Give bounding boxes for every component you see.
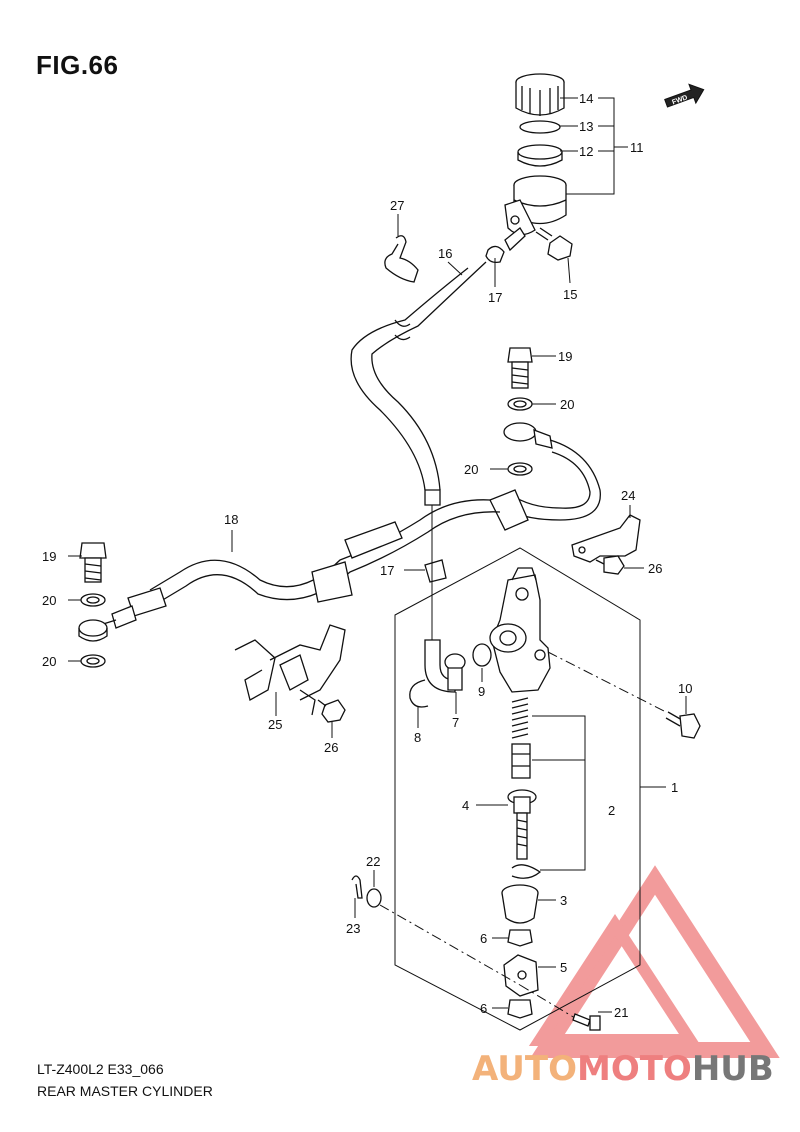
callout-9: 9 xyxy=(478,684,485,699)
watermark-auto: AUTO xyxy=(472,1049,577,1089)
nut-6-upper xyxy=(507,929,533,947)
callout-27: 27 xyxy=(390,198,404,213)
callout-1: 1 xyxy=(671,780,678,795)
piston-spring xyxy=(511,697,529,739)
callout-20-middle: 20 xyxy=(464,462,478,477)
hose-end-fitting xyxy=(99,587,167,629)
circlip-8 xyxy=(409,679,429,708)
cylinder-body xyxy=(489,567,551,693)
bolt-26-left xyxy=(317,699,346,723)
reservoir-cap xyxy=(515,73,565,116)
inlet-connector xyxy=(444,653,466,691)
banjo-left xyxy=(78,619,108,642)
union-bolt-left xyxy=(79,542,107,583)
pin-21 xyxy=(572,1013,601,1031)
watermark-hub: HUB xyxy=(692,1049,774,1089)
hose-sleeve xyxy=(344,521,403,559)
callout-8: 8 xyxy=(414,730,421,745)
callout-5: 5 xyxy=(560,960,567,975)
clamp-bracket-right xyxy=(571,514,641,563)
bolt-15 xyxy=(535,227,573,261)
callout-19-left: 19 xyxy=(42,549,56,564)
washer-left-lower xyxy=(80,654,106,668)
callout-25: 25 xyxy=(268,717,282,732)
o-ring-9 xyxy=(472,643,492,667)
callout-26-right: 26 xyxy=(648,561,662,576)
callout-16: 16 xyxy=(438,246,452,261)
callout-26-left: 26 xyxy=(324,740,338,755)
reservoir-hose xyxy=(350,267,469,491)
callout-4: 4 xyxy=(462,798,469,813)
callout-19-upper: 19 xyxy=(558,349,572,364)
callout-24: 24 xyxy=(621,488,635,503)
callout-15: 15 xyxy=(563,287,577,302)
callout-20-left-upper: 20 xyxy=(42,593,56,608)
callout-14: 14 xyxy=(579,91,593,106)
reservoir-plate xyxy=(519,120,561,134)
callout-13: 13 xyxy=(579,119,593,134)
leader-lines xyxy=(68,97,687,1013)
fwd-arrow-icon: FWD xyxy=(664,83,705,108)
callout-17-upper: 17 xyxy=(488,290,502,305)
callout-6-lower: 6 xyxy=(480,1001,487,1016)
callout-10: 10 xyxy=(678,681,692,696)
bolt-10 xyxy=(665,711,701,739)
bolt-axis xyxy=(547,651,667,713)
banjo-fitting xyxy=(503,422,553,449)
callout-18: 18 xyxy=(224,512,238,527)
pin-axis xyxy=(379,904,521,986)
callout-20-left-lower: 20 xyxy=(42,654,56,669)
watermark-text: AUTOMOTOHUB xyxy=(472,1049,774,1089)
piston-cup xyxy=(511,743,531,779)
clevis-5 xyxy=(503,954,539,997)
boot-3 xyxy=(501,884,539,924)
bracket-2 xyxy=(532,715,586,871)
brake-hose-main xyxy=(149,499,491,591)
callout-17-lower: 17 xyxy=(380,563,394,578)
clamp-17-lower xyxy=(424,559,447,583)
footer-code: LT-Z400L2 E33_066 xyxy=(37,1061,164,1077)
callout-6-upper: 6 xyxy=(480,931,487,946)
figure-title: FIG.66 xyxy=(36,50,119,80)
watermark-triangle-inner xyxy=(528,914,702,1046)
callout-7: 7 xyxy=(452,715,459,730)
washer-left-upper xyxy=(80,593,106,607)
bolt-26-right xyxy=(595,555,625,575)
assembly-outline xyxy=(394,547,641,1031)
hose-clamp-top xyxy=(485,245,505,264)
push-rod xyxy=(507,789,537,860)
union-bolt-upper xyxy=(507,347,533,389)
washer-22 xyxy=(366,888,382,908)
hose-clip xyxy=(384,235,419,283)
callout-11: 11 xyxy=(630,140,644,155)
brake-hose-right xyxy=(499,439,601,521)
callout-20-upper: 20 xyxy=(560,397,574,412)
circlip-rod xyxy=(511,864,542,879)
footer-caption: REAR MASTER CYLINDER xyxy=(37,1083,213,1099)
callout-22: 22 xyxy=(366,854,380,869)
washer-upper xyxy=(507,397,533,411)
callout-12: 12 xyxy=(579,144,593,159)
washer-middle xyxy=(507,462,533,476)
watermark-triangle xyxy=(530,865,780,1058)
watermark-moto: MOTO xyxy=(577,1049,692,1089)
callout-23: 23 xyxy=(346,921,360,936)
hose-bracket xyxy=(234,624,346,716)
cotter-pin-23 xyxy=(351,875,363,899)
nut-6-lower xyxy=(507,999,533,1019)
callout-3: 3 xyxy=(560,893,567,908)
reservoir-body xyxy=(504,175,567,252)
reservoir-diaphragm xyxy=(517,144,563,167)
hose-end xyxy=(424,489,441,506)
watermark-logo xyxy=(528,865,780,1058)
hose-joint xyxy=(489,489,529,531)
callout-21: 21 xyxy=(614,1005,628,1020)
hose-grommet xyxy=(311,561,353,603)
callout-2: 2 xyxy=(608,803,615,818)
